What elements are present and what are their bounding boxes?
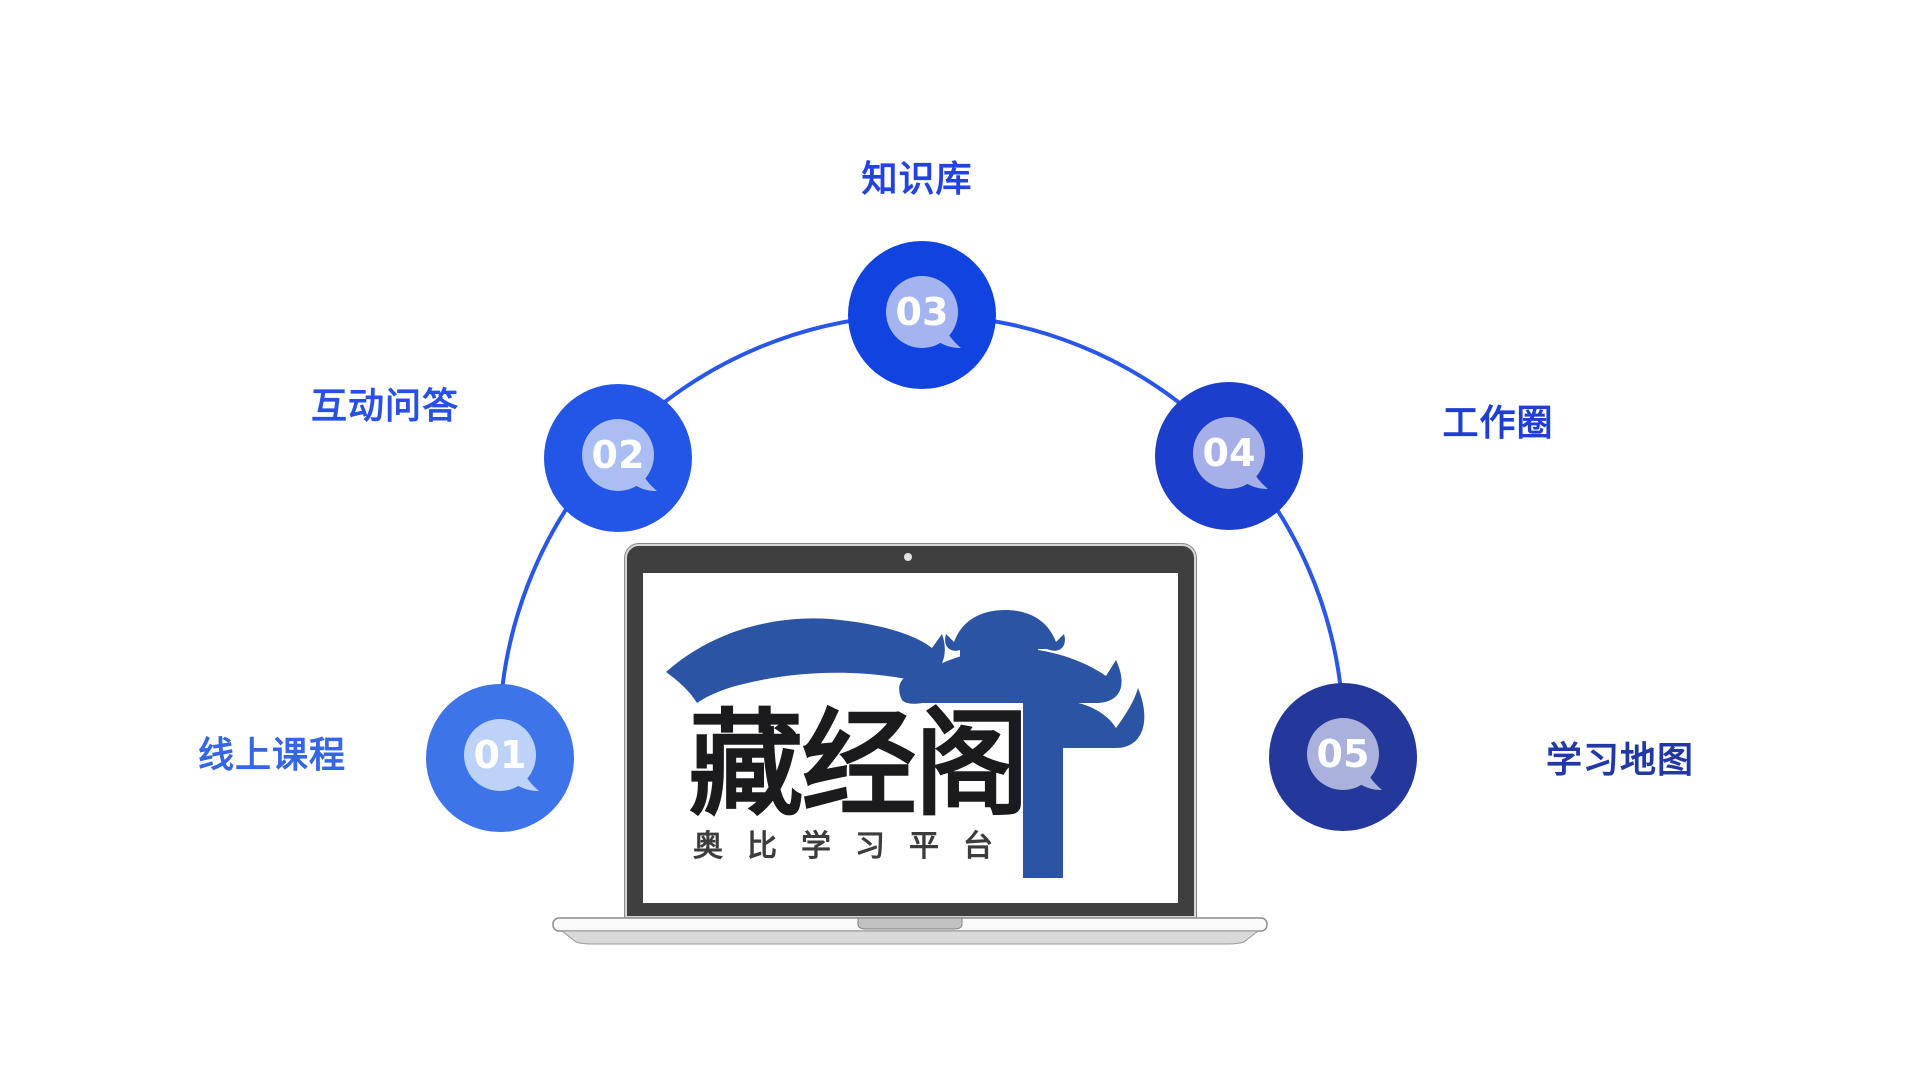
step-node-02: 02 (544, 384, 692, 532)
speech-bubble-icon: 01 (464, 719, 539, 791)
step-number: 02 (592, 433, 645, 477)
hinge-notch (857, 917, 963, 930)
step-label-knowledge-base: 知识库 (861, 159, 973, 200)
speech-bubble-icon: 03 (886, 276, 961, 348)
speech-bubble-icon: 04 (1193, 417, 1268, 489)
laptop-base (552, 917, 1268, 945)
step-number: 05 (1317, 732, 1370, 776)
step-node-01: 01 (426, 684, 574, 832)
step-node-05: 05 (1269, 683, 1417, 831)
speech-bubble-icon: 02 (582, 419, 657, 491)
roof-graphic (666, 610, 1145, 878)
step-label-interactive-qa: 互动问答 (310, 386, 460, 427)
step-label-online-courses: 线上课程 (197, 735, 347, 776)
step-number: 04 (1203, 431, 1256, 475)
step-number: 01 (474, 733, 527, 777)
step-number: 03 (896, 290, 949, 334)
step-node-04: 04 (1155, 382, 1303, 530)
step-node-03: 03 (848, 241, 996, 389)
step-label-learning-map: 学习地图 (1545, 740, 1695, 781)
cangjingge-logo: 藏经阁 奥比学习平台 (666, 610, 1145, 878)
speech-bubble-icon: 05 (1307, 718, 1382, 790)
step-label-work-circle: 工作圈 (1442, 403, 1554, 444)
laptop-display: 藏经阁 奥比学习平台 (643, 573, 1178, 903)
logo-subtitle-text: 奥比学习平台 (693, 829, 1017, 864)
logo-title-text: 藏经阁 (688, 697, 1027, 832)
camera-dot-icon (904, 553, 912, 561)
laptop-bezel: 藏经阁 奥比学习平台 (625, 544, 1196, 918)
